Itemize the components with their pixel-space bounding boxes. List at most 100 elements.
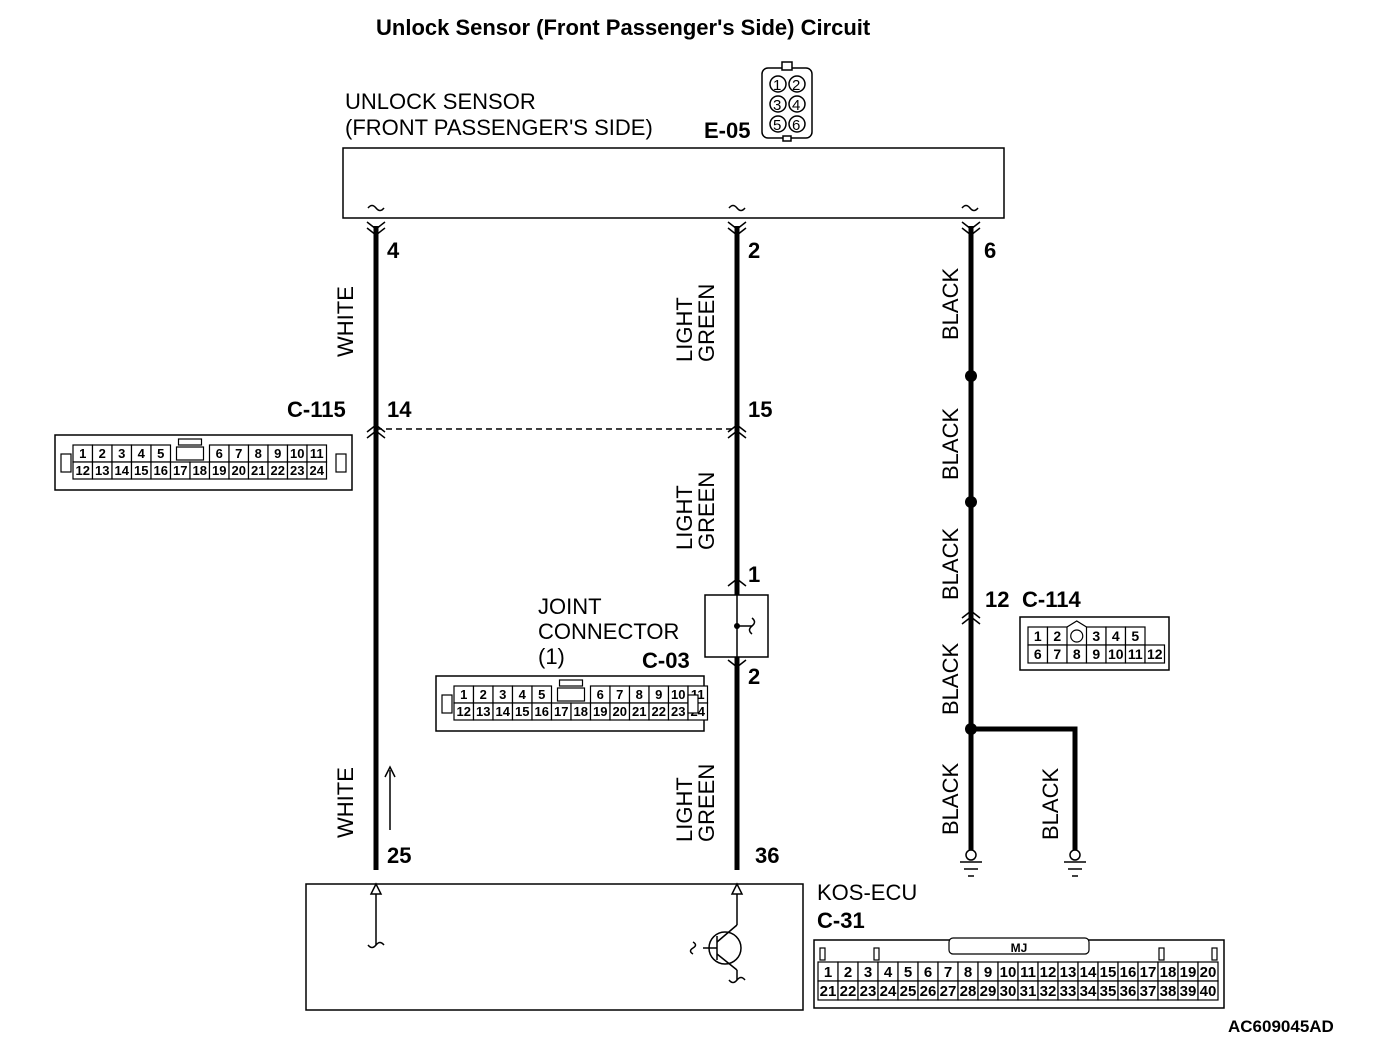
- tilde-mark: [728, 204, 746, 212]
- connector-pin: 12: [76, 463, 90, 478]
- ecu-label: KOS-ECU: [817, 880, 917, 905]
- sensor-label-line2: (FRONT PASSENGER'S SIDE): [345, 115, 653, 140]
- diagram-title: Unlock Sensor (Front Passenger's Side) C…: [376, 15, 871, 40]
- connector-pin: 18: [1160, 964, 1177, 981]
- connector-pin: 2: [99, 446, 106, 461]
- unlock-sensor-box: [342, 147, 1005, 219]
- connector-pin: 5: [904, 964, 912, 981]
- connector-pin: 4: [519, 687, 527, 702]
- tilde-mark: [367, 941, 385, 949]
- sensor-label-line1: UNLOCK SENSOR: [345, 89, 536, 114]
- connector-pin: 26: [920, 983, 937, 1000]
- connector-pin: 8: [964, 964, 972, 981]
- wire-color-label: LIGHT: [672, 485, 697, 550]
- connector-pin: 37: [1140, 983, 1157, 1000]
- connector-pin: 40: [1200, 983, 1217, 1000]
- connector-pin: 10: [1000, 964, 1017, 981]
- ground-icon: [960, 849, 982, 877]
- c114-connector-id: C-114: [1022, 587, 1081, 612]
- connector-pin: 13: [476, 704, 490, 719]
- sensor-connector-id: E-05: [704, 118, 750, 143]
- pin-number: 2: [748, 238, 760, 263]
- joint-connector-box: [704, 594, 769, 658]
- wire-color-label: BLACK: [938, 528, 963, 600]
- connector-pin: 8: [255, 446, 262, 461]
- connector-pin: 17: [173, 463, 187, 478]
- chevron-marks: [366, 221, 981, 668]
- transistor-icon: [689, 924, 746, 984]
- connector-pin: 15: [1100, 964, 1117, 981]
- connector-pin: 29: [980, 983, 997, 1000]
- kos-ecu-box: [305, 883, 804, 1011]
- connector-pin: 9: [655, 687, 662, 702]
- connector-pin: 16: [154, 463, 168, 478]
- connector-pin: 2: [844, 964, 852, 981]
- e05-pin: 2: [792, 77, 800, 94]
- pin-number: 2: [748, 664, 760, 689]
- connector-pin: 7: [944, 964, 952, 981]
- pin-number: 36: [755, 843, 779, 868]
- current-arrow-icon: [384, 765, 396, 830]
- c115-connector-id: C-115: [287, 397, 346, 422]
- e05-pin: 4: [792, 97, 800, 114]
- connector-pin: 7: [1053, 646, 1061, 662]
- connector-pin: 21: [251, 463, 265, 478]
- tilde-mark: [961, 204, 979, 212]
- wire-color-label: BLACK: [1038, 768, 1063, 840]
- connector-pin: 10: [290, 446, 304, 461]
- connector-pin: 14: [1080, 964, 1097, 981]
- connector-pin: 11: [1128, 646, 1143, 662]
- connector-pin: 19: [212, 463, 226, 478]
- connector-pin: 13: [95, 463, 109, 478]
- wire-color-label: GREEN: [694, 764, 719, 842]
- connector-pin: 19: [1180, 964, 1197, 981]
- connector-pin: 21: [820, 983, 837, 1000]
- connector-pin: 17: [554, 704, 568, 719]
- connector-pin: 11: [310, 446, 324, 461]
- e05-pin: 1: [773, 77, 781, 94]
- connector-pin: 20: [232, 463, 246, 478]
- connector-pin: 5: [157, 446, 164, 461]
- connector-pin: 3: [864, 964, 872, 981]
- e05-pin: 6: [792, 117, 800, 134]
- joint-label-line1: JOINT: [538, 594, 602, 619]
- connector-pin: 31: [1020, 983, 1037, 1000]
- connector-pin: 12: [1040, 964, 1057, 981]
- connector-pin: 30: [1000, 983, 1017, 1000]
- connector-pin: 20: [613, 704, 627, 719]
- pin-number: 12: [985, 587, 1009, 612]
- connector-pin: 12: [1147, 646, 1163, 662]
- connector-pin: 10: [671, 687, 685, 702]
- connector-pin: 5: [538, 687, 545, 702]
- connector-pin: 3: [118, 446, 125, 461]
- pin-number: 1: [748, 562, 760, 587]
- joint-label-line3: (1): [538, 644, 565, 669]
- connector-pin: 9: [984, 964, 992, 981]
- connector-pin: 39: [1180, 983, 1197, 1000]
- pin-number: 6: [984, 238, 996, 263]
- connector-pin: 1: [1034, 628, 1042, 644]
- connector-pin: 35: [1100, 983, 1117, 1000]
- splice-dot: [965, 370, 977, 382]
- e05-connector-icon: 1 2 3 4 5 6: [761, 61, 813, 142]
- wire-color-label: LIGHT: [672, 297, 697, 362]
- connector-pin: 8: [1073, 646, 1081, 662]
- e05-pin: 3: [773, 97, 781, 114]
- connector-pin: 18: [574, 704, 588, 719]
- connector-pin: 1: [824, 964, 832, 981]
- connector-pin: 24: [310, 463, 325, 478]
- connector-pin: 16: [1120, 964, 1137, 981]
- connector-pin: 16: [535, 704, 549, 719]
- connector-pin: 3: [1092, 628, 1100, 644]
- connector-pin: 23: [671, 704, 685, 719]
- connector-pin: 19: [593, 704, 607, 719]
- connector-pin: 7: [235, 446, 242, 461]
- connector-pin: 12: [457, 704, 471, 719]
- connector-pin: 6: [597, 687, 604, 702]
- connector-pin: 34: [1080, 983, 1097, 1000]
